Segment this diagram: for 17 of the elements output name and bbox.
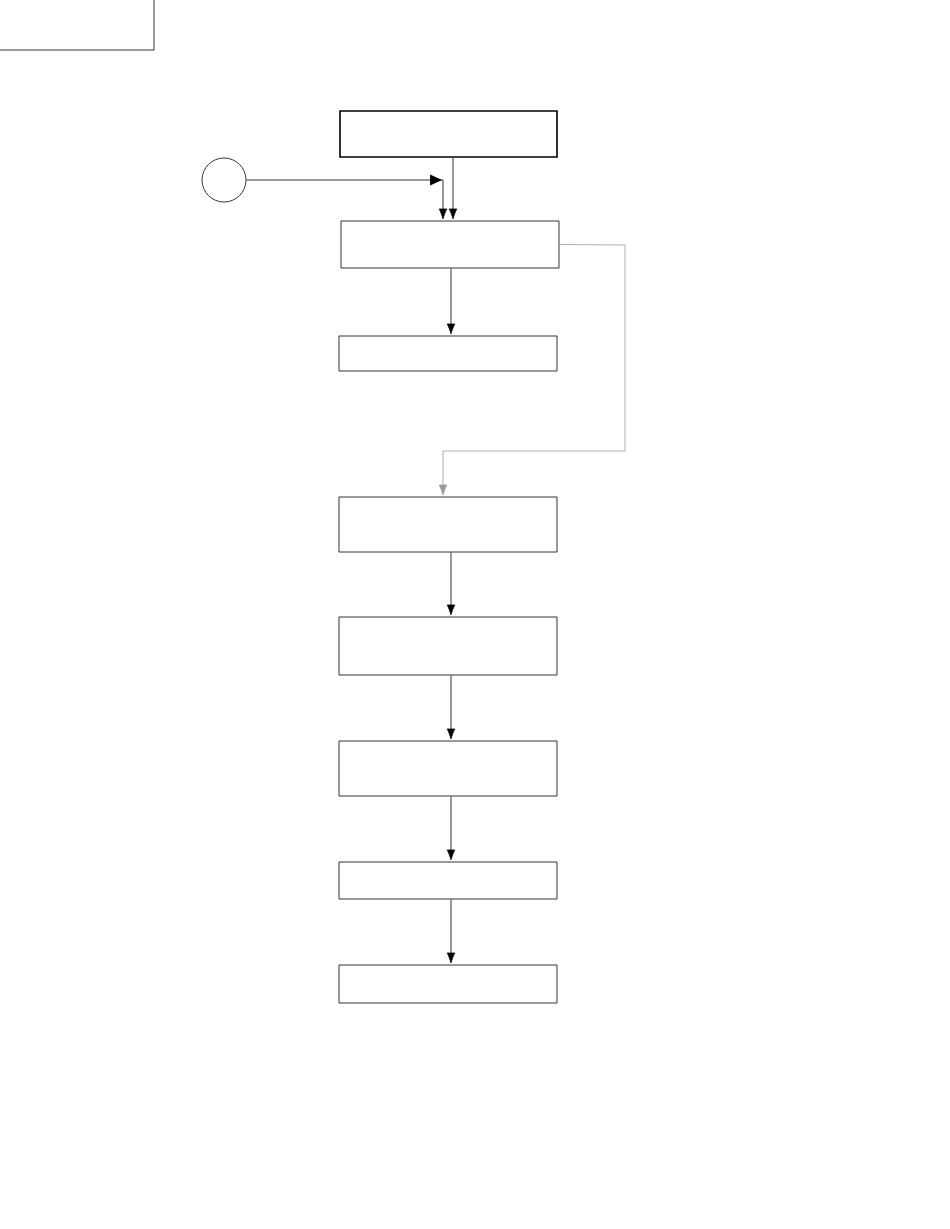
arrow <box>446 796 456 861</box>
process-box <box>340 220 560 269</box>
process-box <box>338 861 558 900</box>
arrow <box>448 157 458 220</box>
process-box <box>339 110 558 158</box>
process-box <box>338 740 558 797</box>
arrow <box>446 675 456 740</box>
process-box <box>338 616 558 676</box>
arrow <box>246 174 448 220</box>
arrow <box>446 552 456 616</box>
arrow <box>446 268 456 335</box>
process-box <box>338 335 558 372</box>
connector-circle <box>201 157 247 203</box>
process-box <box>338 964 558 1004</box>
arrow <box>446 899 456 964</box>
arrow <box>438 244 626 496</box>
process-box <box>338 496 558 553</box>
